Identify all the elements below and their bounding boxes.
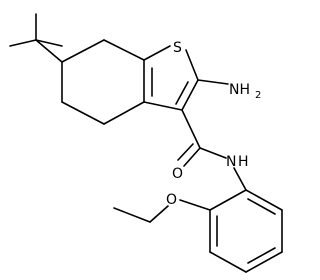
tert-butyl-group <box>9 13 63 63</box>
carbonyl-oxygen-label: O <box>172 166 183 182</box>
cyclohexene-ring <box>61 39 145 125</box>
bond <box>245 251 283 273</box>
bond <box>143 101 183 111</box>
bond <box>245 189 283 211</box>
molecule-structure: S NH 2 N H O O <box>9 13 283 273</box>
phenyl-ring <box>209 189 283 273</box>
amino-subscript: 2 <box>255 90 261 101</box>
bond <box>103 39 145 61</box>
bond <box>185 49 199 81</box>
amino-label: NH <box>229 82 250 98</box>
bond <box>149 205 169 223</box>
bond <box>183 147 201 167</box>
bond <box>199 147 227 159</box>
bond <box>247 198 276 215</box>
bond <box>61 39 105 63</box>
bond <box>181 109 201 149</box>
thiophene-ring <box>143 45 199 111</box>
bond <box>113 207 151 223</box>
carboxamide-group <box>177 109 247 191</box>
bond <box>233 167 247 191</box>
bond <box>197 79 229 85</box>
bond <box>35 39 63 63</box>
sulfur-label: S <box>173 40 182 56</box>
ethoxy-group <box>113 199 211 223</box>
bond <box>181 79 199 111</box>
bond <box>209 251 247 273</box>
bond <box>61 101 105 125</box>
bond <box>175 81 189 105</box>
bond <box>177 143 194 161</box>
bond <box>179 199 211 211</box>
bond <box>35 39 63 47</box>
amide-hydrogen-label: H <box>238 154 249 170</box>
bond <box>143 45 171 61</box>
bond <box>9 39 37 47</box>
bond <box>209 189 247 211</box>
amide-nitrogen-label: N <box>226 154 236 170</box>
bond <box>103 101 145 125</box>
bond <box>247 247 276 264</box>
ether-oxygen-label: O <box>166 192 177 208</box>
